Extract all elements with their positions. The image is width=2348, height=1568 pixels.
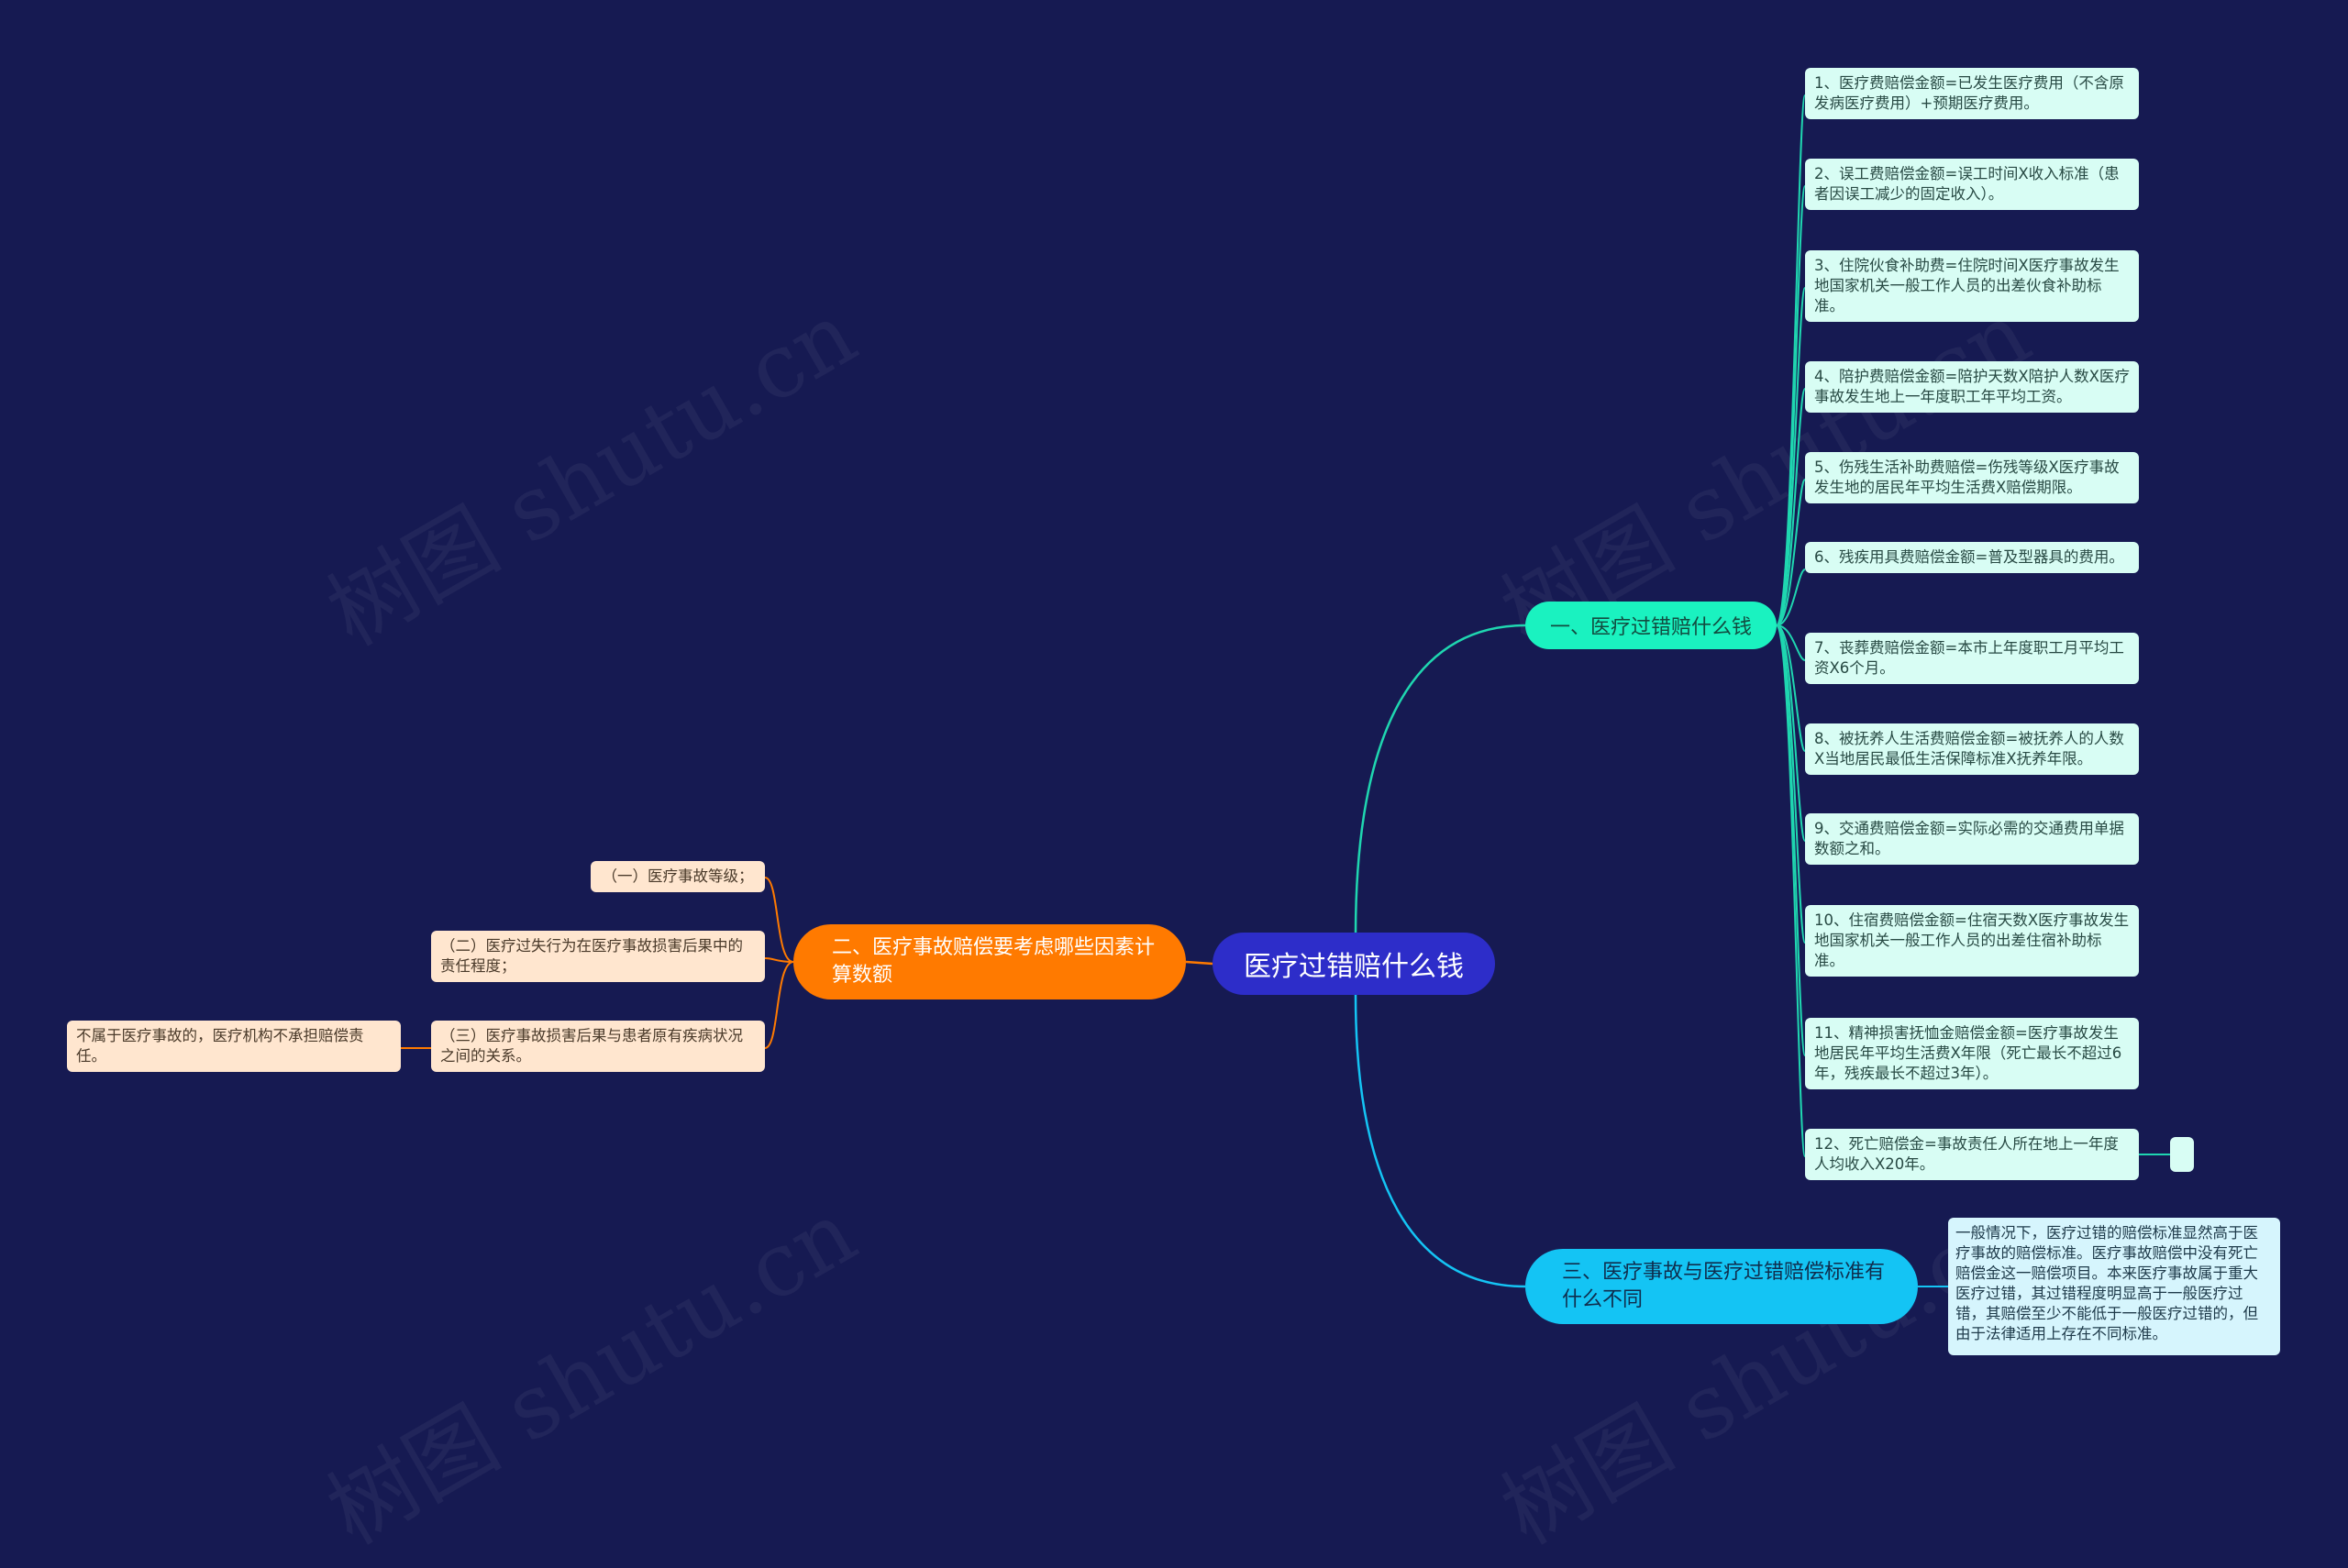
leaf-disease-relation[interactable]: （三）医疗事故损害后果与患者原有疾病状况之间的关系。 [431,1021,765,1072]
link-b2-leaf-1 [764,877,794,963]
link-b1-leaf-2 [1776,185,1806,626]
link-b1-leaf-12 [1776,624,1806,1157]
branch-standard-difference[interactable]: 三、医疗事故与医疗过错赔偿标准有什么不同 [1525,1249,1918,1324]
mindmap-connectors [401,94,2170,1288]
leaf-nursing-fee[interactable]: 4、陪护费赔偿金额=陪护天数X陪护人数X医疗事故发生地上一年度职工年平均工资。 [1805,361,2139,413]
leaf-disability-living[interactable]: 5、伤残生活补助费赔偿=伤残等级X医疗事故发生地的居民年平均生活费X赔偿期限。 [1805,452,2139,503]
leaf-mental-damage[interactable]: 11、精神损害抚恤金赔偿金额=医疗事故发生地居民年平均生活费X年限（死亡最长不超… [1805,1018,2139,1089]
leaf-no-liability[interactable]: 不属于医疗事故的，医疗机构不承担赔偿责任。 [67,1021,401,1072]
link-b1-leaf-4 [1776,388,1806,626]
leaf-funeral-fee[interactable]: 7、丧葬费赔偿金额=本市上年度职工月平均工资X6个月。 [1805,633,2139,684]
leaf-lost-wages[interactable]: 2、误工费赔偿金额=误工时间X收入标准（患者因误工减少的固定收入）。 [1805,159,2139,210]
leaf-lodging-fee[interactable]: 10、住宿费赔偿金额=住宿天数X医疗事故发生地国家机关一般工作人员的出差住宿补助… [1805,905,2139,977]
link-root-branch2 [1185,960,1213,966]
root-topic[interactable]: 医疗过错赔什么钱 [1213,933,1495,995]
link-b2-leaf-2 [764,957,794,963]
link-b1-leaf-3 [1776,287,1806,626]
link-b1-leaf-8 [1776,624,1806,752]
link-root-branch3 [1354,994,1526,1288]
link-root-branch1 [1354,624,1526,936]
link-b1-leaf-10 [1776,624,1806,944]
link-b1-leaf-7 [1776,624,1806,661]
leaf-meal-allowance[interactable]: 3、住院伙食补助费=住院时间X医疗事故发生地国家机关一般工作人员的出差伙食补助标… [1805,250,2139,322]
leaf-medical-fee[interactable]: 1、医疗费赔偿金额=已发生医疗费用（不含原发病医疗费用）+预期医疗费用。 [1805,68,2139,119]
leaf-transport-fee[interactable]: 9、交通费赔偿金额=实际必需的交通费用单据数额之和。 [1805,813,2139,865]
link-b1-leaf-5 [1776,479,1806,626]
leaf-dependent-living[interactable]: 8、被抚养人生活费赔偿金额=被抚养人的人数X当地居民最低生活保障标准X抚养年限。 [1805,723,2139,775]
branch-factors[interactable]: 二、医疗事故赔偿要考虑哪些因素计算数额 [793,924,1186,999]
leaf-empty-stub[interactable] [2170,1137,2194,1172]
leaf-death-compensation[interactable]: 12、死亡赔偿金=事故责任人所在地上一年度人均收入X20年。 [1805,1129,2139,1180]
leaf-responsibility[interactable]: （二）医疗过失行为在医疗事故损害后果中的责任程度； [431,931,765,982]
leaf-disability-device[interactable]: 6、残疾用具费赔偿金额=普及型器具的费用。 [1805,542,2139,573]
link-b2-leaf-3 [764,961,794,1049]
leaf-standard-explanation[interactable]: 一般情况下，医疗过错的赔偿标准显然高于医疗事故的赔偿标准。医疗事故赔偿中没有死亡… [1948,1218,2280,1355]
leaf-accident-level[interactable]: （一）医疗事故等级； [591,861,765,892]
link-b1-leaf-6 [1776,569,1806,626]
link-b1-leaf-9 [1776,624,1806,842]
branch-what-compensation[interactable]: 一、医疗过错赔什么钱 [1525,602,1777,649]
